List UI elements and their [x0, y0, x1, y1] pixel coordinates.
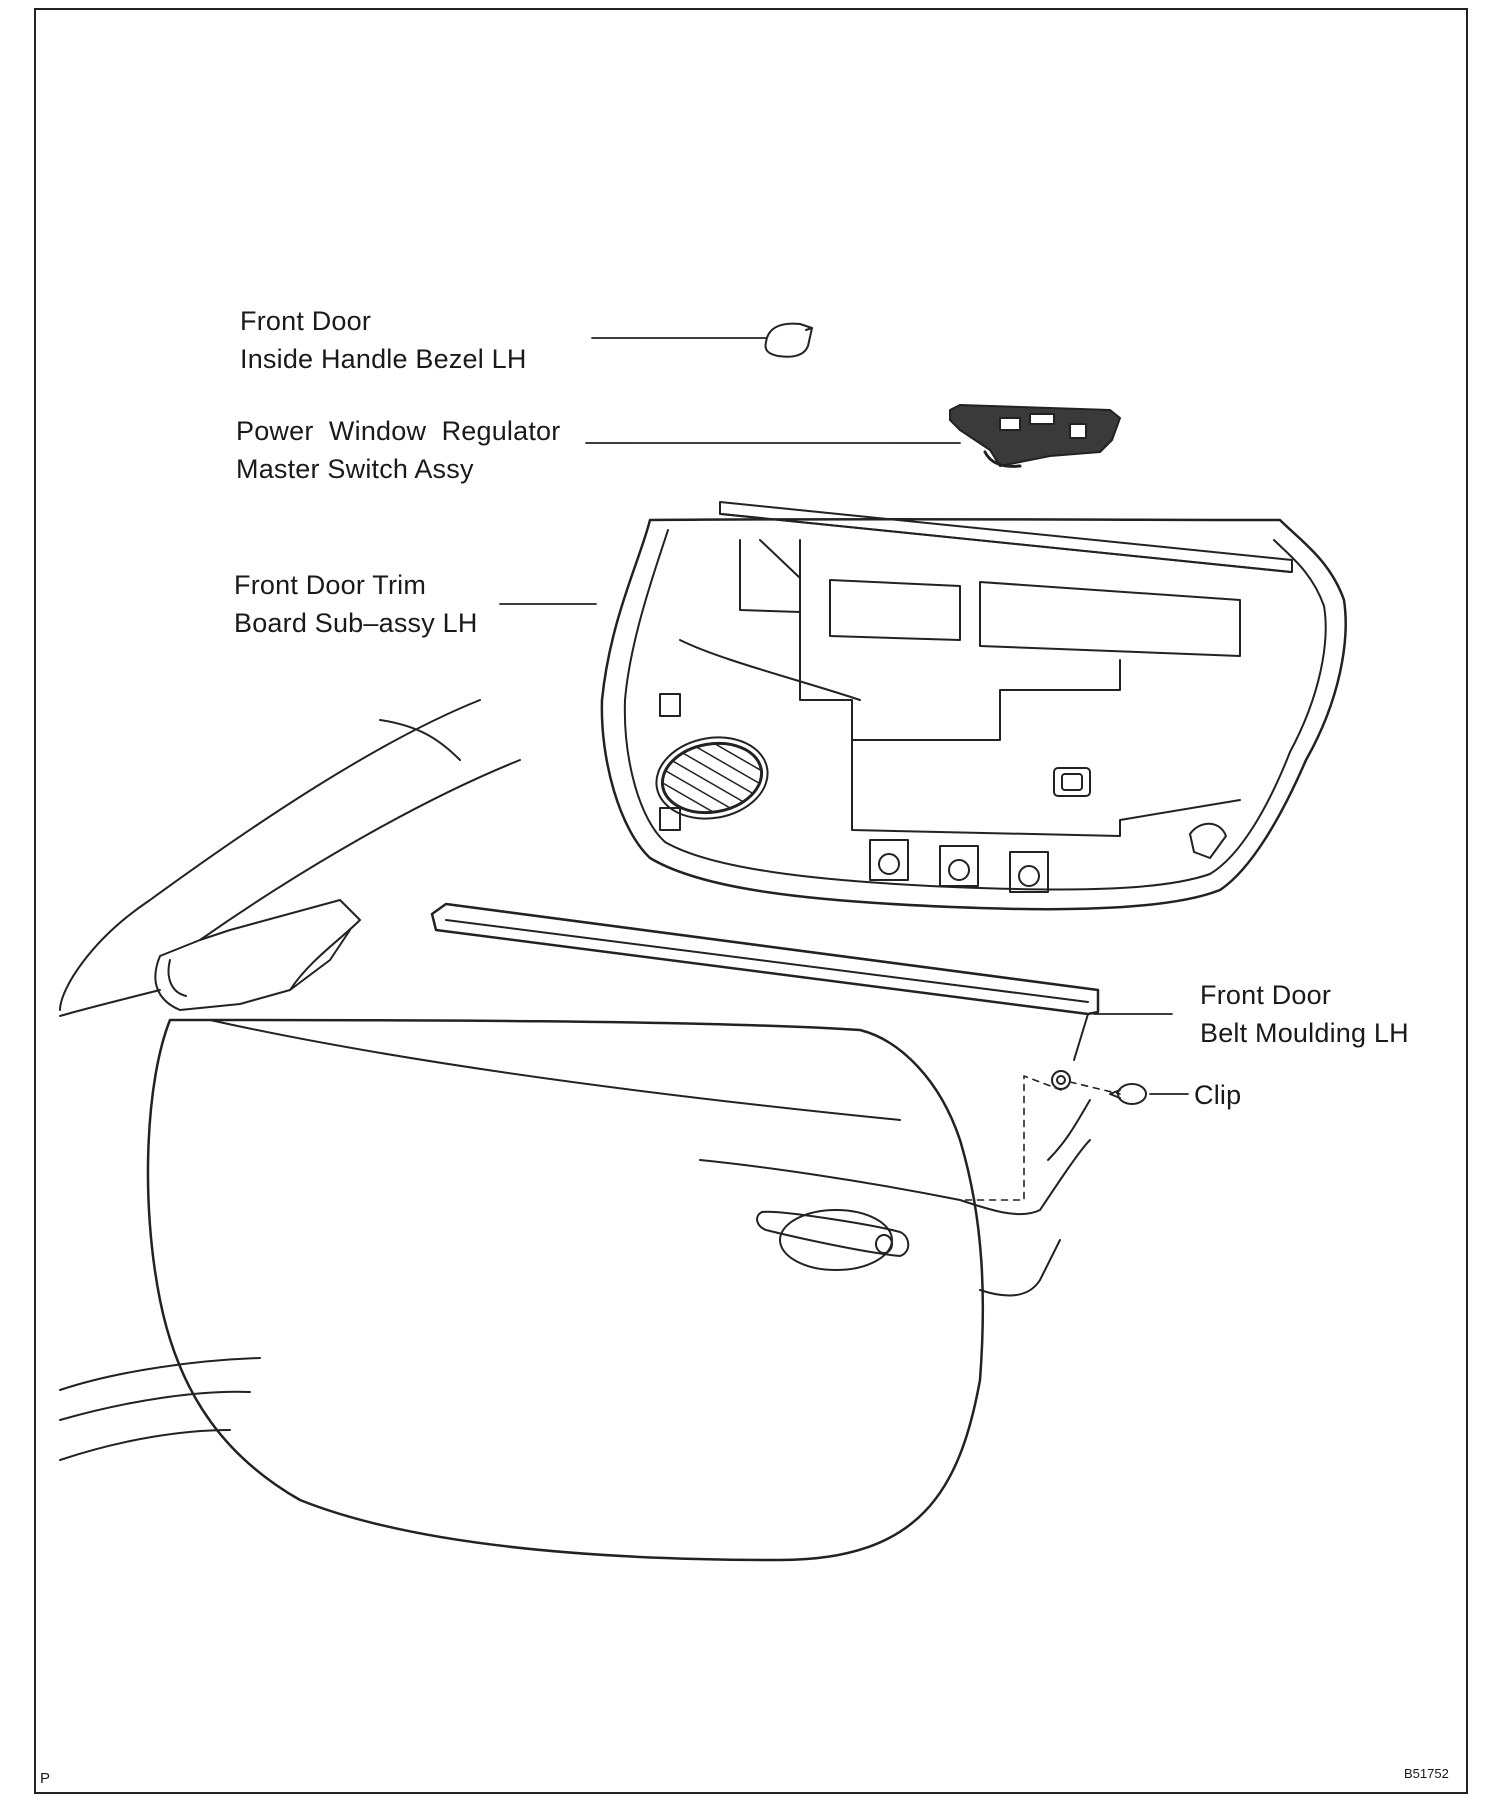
belt-moulding-part	[430, 902, 1100, 1090]
clip-part	[1109, 1083, 1147, 1105]
callout-bezel-line-2: Inside Handle Bezel LH	[240, 344, 527, 374]
master-switch-part	[949, 404, 1121, 468]
assembly-guide-lines	[959, 1075, 1121, 1201]
inside-handle-bezel-part	[764, 322, 813, 358]
callout-bezel-line-1: Front Door	[240, 306, 372, 336]
callout-moulding-line-2: Belt Moulding LH	[1200, 1018, 1409, 1048]
callout-inside-handle-bezel: Front Door Inside Handle Bezel LH	[240, 302, 527, 378]
callout-belt-moulding: Front Door Belt Moulding LH	[1200, 976, 1409, 1052]
clip-mounts	[869, 839, 1049, 893]
callout-master-switch: Power Window Regulator Master Switch Ass…	[236, 412, 560, 488]
diagram-frame	[34, 8, 1468, 1794]
corner-mark: P	[40, 1770, 51, 1787]
callout-trim-line-1: Front Door Trim	[234, 570, 427, 600]
vehicle-body-outline	[59, 699, 1091, 1562]
leader-lines	[499, 337, 1189, 1095]
callout-moulding-line-1: Front Door	[1200, 980, 1332, 1010]
door-trim-board-part	[600, 501, 1347, 911]
figure-code: B51752	[1404, 1766, 1449, 1781]
callout-trim-line-2: Board Sub–assy LH	[234, 608, 478, 638]
callout-switch-line-2: Master Switch Assy	[236, 454, 474, 484]
callout-door-trim-board: Front Door Trim Board Sub–assy LH	[234, 566, 478, 642]
callout-clip: Clip	[1194, 1080, 1242, 1110]
callout-switch-line-1: Power Window Regulator	[236, 416, 561, 446]
